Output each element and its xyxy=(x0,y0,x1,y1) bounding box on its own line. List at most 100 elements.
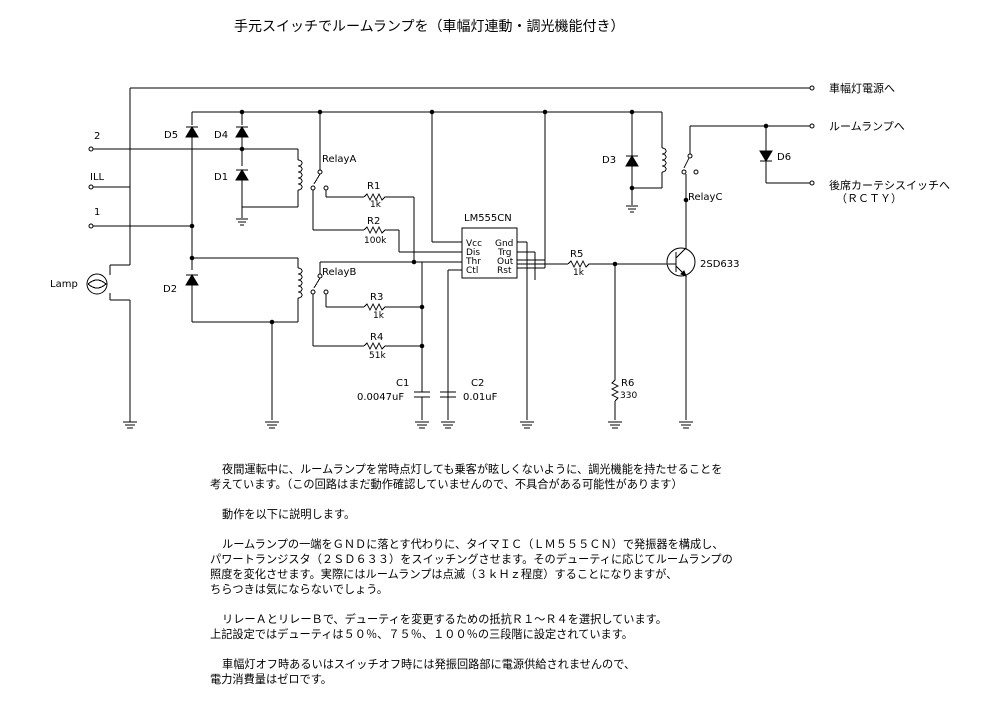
label-c1-value: 0.0047uF xyxy=(357,392,404,403)
label-terminal-1: 1 xyxy=(94,207,100,218)
label-transistor: 2SD633 xyxy=(700,259,740,270)
label-terminal-2: 2 xyxy=(94,131,100,142)
terminal-1[interactable] xyxy=(88,223,94,229)
relay-a: RelayA xyxy=(242,148,356,230)
diode-d3: D3 xyxy=(602,155,639,205)
resistor-r4: R4 51k xyxy=(313,332,422,361)
ic-lm555: LM555CN Vcc Dis Thr Ctl Gnd Trg Out Rst xyxy=(414,213,568,420)
note-paragraph-3: ルームランプの一端をＧＮＤに落とす代わりに、タイマＩＣ（ＬＭ５５５ＣＮ）で発振器… xyxy=(210,537,970,597)
note-line: 夜間運転中に、ルームランプを常時点灯しても乗客が眩しくないように、調光機能を持た… xyxy=(222,463,723,476)
input-terminals: 2 ILL 1 xyxy=(88,131,242,229)
label-shaphuku: 車幅灯電源へ xyxy=(829,81,895,95)
resistor-r1: R1 1k xyxy=(326,181,415,262)
ground-lamp xyxy=(123,421,137,429)
label-relay-a: RelayA xyxy=(322,154,356,165)
junctions xyxy=(189,109,769,349)
pin-rst: Rst xyxy=(497,266,512,276)
label-room: ルームランプへ xyxy=(829,120,905,133)
pin-thr: Thr xyxy=(465,257,481,267)
label-d2: D2 xyxy=(163,284,177,295)
label-d4: D4 xyxy=(214,130,228,141)
note-paragraph-5: 車幅灯オフ時あるいはスイッチオフ時には発振回路部に電源供給されませんので、 電力… xyxy=(210,657,970,687)
resistor-r2: R2 100k xyxy=(313,216,462,253)
lamp: Lamp xyxy=(50,264,131,422)
ground-relay-b xyxy=(265,421,279,429)
note-line: 電力消費量はゼロです。 xyxy=(210,673,332,686)
note-paragraph-1: 夜間運転中に、ルームランプを常時点灯しても乗客が眩しくないように、調光機能を持た… xyxy=(210,462,970,492)
note-line: 上記設定ではデューティは５０％、７５％、１００％の三段階に設定されています。 xyxy=(210,628,633,641)
label-d5: D5 xyxy=(164,130,178,141)
label-r5: R5 xyxy=(570,249,583,260)
label-d1: D1 xyxy=(214,172,228,183)
note-line: リレーＡとリレーＢで、デューティを変更するための抵抗Ｒ１～Ｒ４を選択しています。 xyxy=(222,613,667,626)
label-lamp: Lamp xyxy=(50,279,78,290)
notes-section: 夜間運転中に、ルームランプを常時点灯しても乗客が眩しくないように、調光機能を持た… xyxy=(210,462,970,702)
ground-c1 xyxy=(415,421,429,429)
relay-c: RelayC xyxy=(632,126,722,203)
label-terminal-ill: ILL xyxy=(90,172,105,183)
terminal-shaphuku[interactable] xyxy=(809,85,815,91)
pin-vcc: Vcc xyxy=(466,239,482,249)
capacitor-c2: C2 0.01uF xyxy=(440,378,498,403)
transistor-2sd633: 2SD633 xyxy=(666,200,740,420)
label-d3: D3 xyxy=(602,155,616,166)
note-line: 照度を変化させます。実際にはルームランプは点滅（３ｋＨｚ程度）することになります… xyxy=(210,568,678,581)
pin-gnd: Gnd xyxy=(495,239,513,249)
label-r3-value: 1k xyxy=(373,311,385,321)
label-relay-c: RelayC xyxy=(688,192,722,203)
note-line: ルームランプの一端をＧＮＤに落とす代わりに、タイマＩＣ（ＬＭ５５５ＣＮ）で発振器… xyxy=(222,538,724,551)
note-paragraph-2: 動作を以下に説明します。 xyxy=(210,507,970,522)
note-line: 考えています。（この回路はまだ動作確認していませんので、不具合がある可能性があり… xyxy=(210,478,683,491)
note-line: ちらつきは気にならないでしょう。 xyxy=(210,583,388,596)
label-d6: D6 xyxy=(777,152,791,163)
label-r5-value: 1k xyxy=(573,268,585,278)
diode-d4: D4 xyxy=(214,126,249,166)
resistor-r3: R3 1k xyxy=(326,292,422,321)
ground-r6 xyxy=(608,421,622,429)
diagram-title: 手元スイッチでルームランプを（車幅灯連動・調光機能付き） xyxy=(234,18,624,35)
label-r6-value: 330 xyxy=(620,391,637,401)
label-r2-value: 100k xyxy=(364,236,387,246)
label-c2: C2 xyxy=(471,378,484,389)
label-relay-b: RelayB xyxy=(322,267,356,278)
diode-d2: D2 xyxy=(163,240,298,323)
terminal-2[interactable] xyxy=(88,146,94,152)
label-c2-value: 0.01uF xyxy=(463,392,498,403)
ground-c2 xyxy=(441,421,455,429)
pin-trg: Trg xyxy=(497,248,511,258)
schematic-diagram: 手元スイッチでルームランプを（車幅灯連動・調光機能付き） 車幅灯電源へ ルームラ… xyxy=(50,18,950,429)
label-r6: R6 xyxy=(621,378,634,389)
label-ic: LM555CN xyxy=(464,213,512,224)
ground-d1 xyxy=(236,218,248,226)
pin-dis: Dis xyxy=(466,248,480,258)
note-line: 車幅灯オフ時あるいはスイッチオフ時には発振回路部に電源供給されませんので、 xyxy=(222,658,636,671)
label-rear-2: （ＲＣＴＹ） xyxy=(836,192,902,205)
note-line: パワートランジスタ（２ＳＤ６３３）をスイッチングさせます。そのデューティに応じて… xyxy=(210,553,733,566)
label-c1: C1 xyxy=(396,378,409,389)
ground-ic xyxy=(520,421,534,429)
diode-d6: D6 xyxy=(759,126,791,183)
output-terminals: 車幅灯電源へ ルームランプへ 後席カーテシスイッチへ （ＲＣＴＹ） xyxy=(690,81,950,205)
resistor-r5: R5 1k xyxy=(567,249,668,278)
ic-body xyxy=(461,227,518,279)
relay-b: RelayB xyxy=(192,257,414,420)
note-paragraph-4: リレーＡとリレーＢで、デューティを変更するための抵抗Ｒ１～Ｒ４を選択しています。… xyxy=(210,612,970,642)
terminal-room[interactable] xyxy=(809,123,815,129)
terminal-ill[interactable] xyxy=(88,184,94,190)
ground-symbols xyxy=(123,421,693,429)
label-r3: R3 xyxy=(370,292,383,303)
label-r2: R2 xyxy=(367,216,380,227)
ground-transistor xyxy=(679,421,693,429)
ground-d3 xyxy=(626,205,638,213)
note-line: 動作を以下に説明します。 xyxy=(222,508,356,521)
diode-d1: D1 xyxy=(214,169,249,218)
diode-d5: D5 xyxy=(164,126,199,240)
label-r4: R4 xyxy=(370,332,383,343)
label-r1: R1 xyxy=(367,181,380,192)
pin-ctl: Ctl xyxy=(466,266,478,276)
label-rear-1: 後席カーテシスイッチへ xyxy=(829,178,950,192)
pin-out: Out xyxy=(497,257,514,267)
power-rail xyxy=(129,87,808,265)
label-r4-value: 51k xyxy=(369,351,386,361)
terminal-rear[interactable] xyxy=(809,180,815,186)
